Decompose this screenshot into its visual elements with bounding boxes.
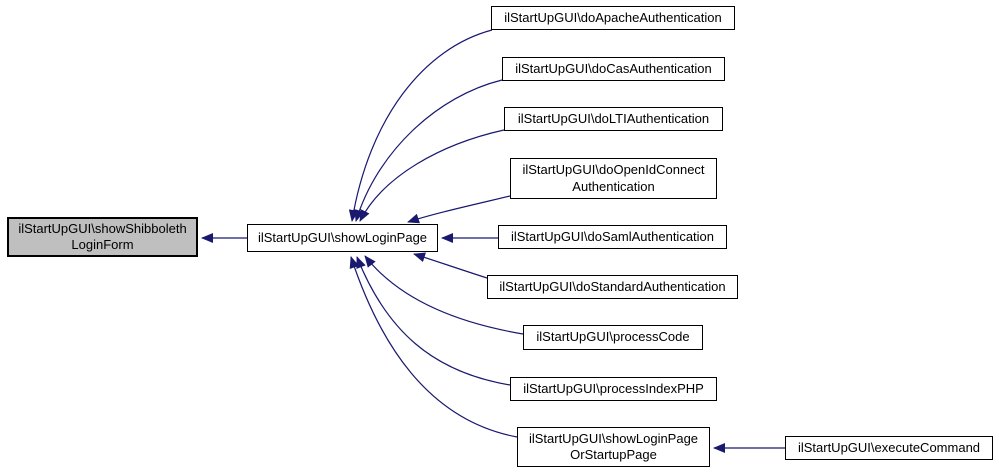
node-label-line: LoginForm: [71, 237, 134, 252]
node-label-line: ilStartUpGUI\showLoginPage: [528, 430, 699, 446]
node-label-line: ilStartUpGUI\doOpenIdConnect: [522, 162, 705, 178]
node-label-line: ilStartUpGUI\doCasAuthentication: [515, 60, 712, 76]
node-do-cas-authentication[interactable]: ilStartUpGUI\doCasAuthentication: [502, 57, 725, 81]
node-label-line: ilStartUpGUI\showShibboleth: [18, 220, 187, 236]
node-label-line: ilStartUpGUI\executeCommand: [797, 439, 981, 455]
node-label-line: ilStartUpGUI\doLTIAuthentication: [517, 110, 710, 126]
node-do-apache-authentication[interactable]: ilStartUpGUI\doApacheAuthentication: [491, 6, 735, 30]
node-label-line: ilStartUpGUI\showLoginPage: [257, 229, 428, 245]
node-do-standard-authentication[interactable]: ilStartUpGUI\doStandardAuthentication: [487, 275, 738, 299]
edge-doCasAuthentication-to-showLoginPage: [354, 79, 503, 222]
node-show-login-page[interactable]: ilStartUpGUI\showLoginPage: [247, 224, 438, 252]
node-do-saml-authentication[interactable]: ilStartUpGUI\doSamlAuthentication: [498, 225, 727, 249]
node-label-line: Authentication: [572, 178, 655, 194]
node-execute-command[interactable]: ilStartUpGUI\executeCommand: [785, 436, 993, 460]
node-show-login-page-or-startup-page[interactable]: ilStartUpGUI\showLoginPage OrStartupPage: [517, 427, 710, 467]
node-process-index-php[interactable]: ilStartUpGUI\processIndexPHP: [510, 377, 717, 401]
node-process-code[interactable]: ilStartUpGUI\processCode: [523, 325, 703, 350]
node-label-line: ilStartUpGUI\processIndexPHP: [523, 380, 704, 396]
node-label-line: ilStartUpGUI\doSamlAuthentication: [510, 228, 715, 244]
node-label-line: ilStartUpGUI\processCode: [536, 329, 690, 345]
edge-doLTIAuthentication-to-showLoginPage: [359, 129, 505, 222]
edge-doOpenIdConnectAuthentication-to-showLoginPage: [407, 195, 511, 224]
node-label-line: ilStartUpGUI\doApacheAuthentication: [504, 9, 722, 25]
node-label-line: ilStartUpGUI\doStandardAuthentication: [499, 278, 726, 294]
edge-doApacheAuthentication-to-showLoginPage: [348, 29, 493, 222]
node-do-lti-authentication[interactable]: ilStartUpGUI\doLTIAuthentication: [504, 107, 723, 131]
node-do-open-id-connect-authentication[interactable]: ilStartUpGUI\doOpenIdConnect Authenticat…: [510, 158, 717, 199]
edge-doStandardAuthentication-to-showLoginPage: [413, 252, 488, 279]
node-show-shibboleth-login-form[interactable]: ilStartUpGUI\showShibboleth LoginForm: [7, 217, 198, 257]
node-label-line: OrStartupPage: [570, 447, 657, 462]
